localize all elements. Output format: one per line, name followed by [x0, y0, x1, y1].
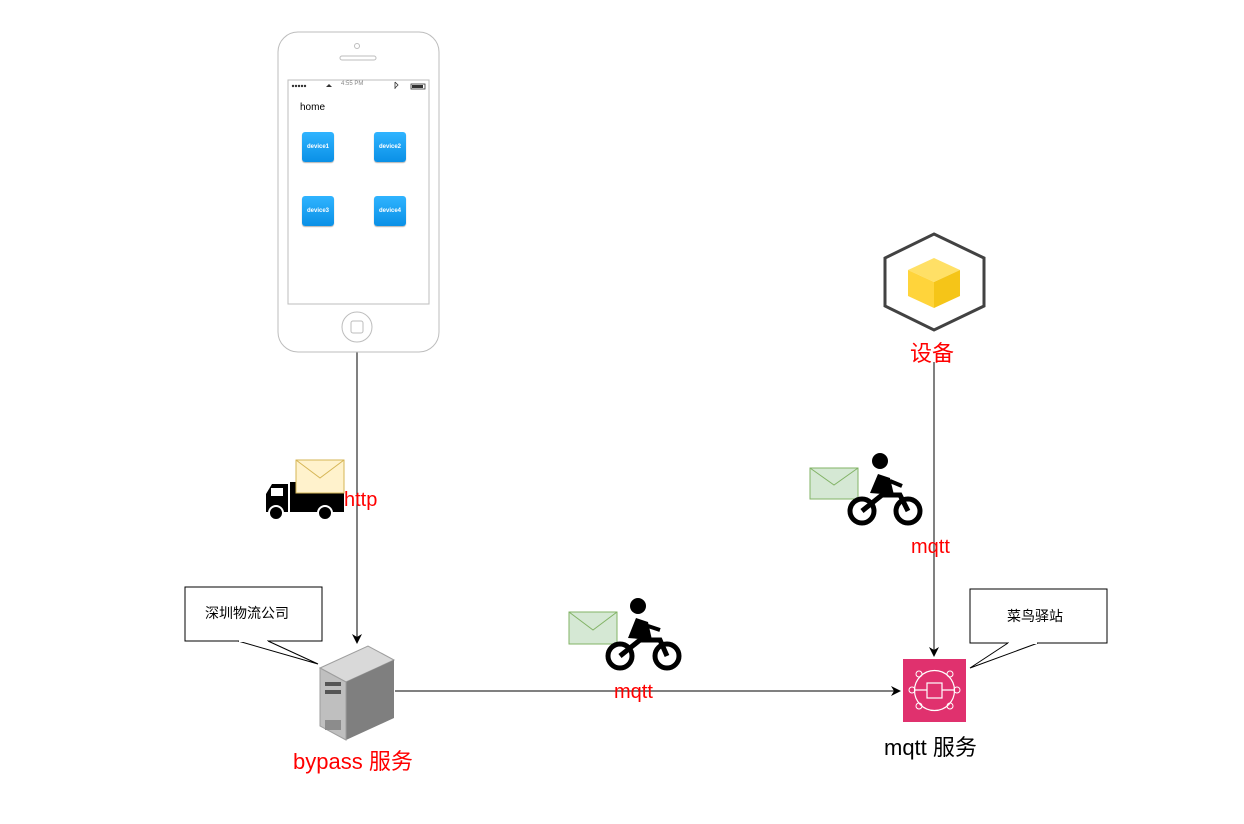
device-label: 设备 [910, 341, 955, 366]
envelope-icon-mqtt-right [809, 467, 859, 500]
callout-shenzhen [184, 586, 323, 665]
device1-button[interactable]: device1 [302, 132, 334, 162]
bypass-service-label: bypass 服务 [293, 749, 413, 774]
server-icon [318, 645, 396, 741]
mqtt-label-left: mqtt [614, 681, 653, 703]
phone-status-time: 4:55 PM [341, 81, 364, 87]
device4-button[interactable]: device4 [374, 196, 406, 226]
device2-button[interactable]: device2 [374, 132, 406, 162]
phone-screen-title: home [300, 102, 326, 113]
iot-device-cube-icon [883, 232, 986, 332]
callout-cainiao-text: 菜鸟驿站 [1007, 608, 1063, 624]
smartphone-mockup [277, 31, 440, 353]
callout-shenzhen-text: 深圳物流公司 [205, 605, 289, 621]
mqtt-service-label: mqtt 服务 [884, 735, 977, 760]
envelope-icon-http [295, 459, 345, 494]
motorcycle-rider-icon-right [847, 453, 923, 526]
motorcycle-rider-icon-left [605, 598, 682, 671]
mqtt-label-right: mqtt [911, 536, 950, 558]
mqtt-broker-icon [903, 659, 966, 722]
callout-cainiao [969, 588, 1108, 669]
device3-button[interactable]: device3 [302, 196, 334, 226]
envelope-icon-mqtt-left [568, 611, 618, 645]
http-label: http [344, 489, 378, 511]
status-bar [291, 81, 426, 90]
